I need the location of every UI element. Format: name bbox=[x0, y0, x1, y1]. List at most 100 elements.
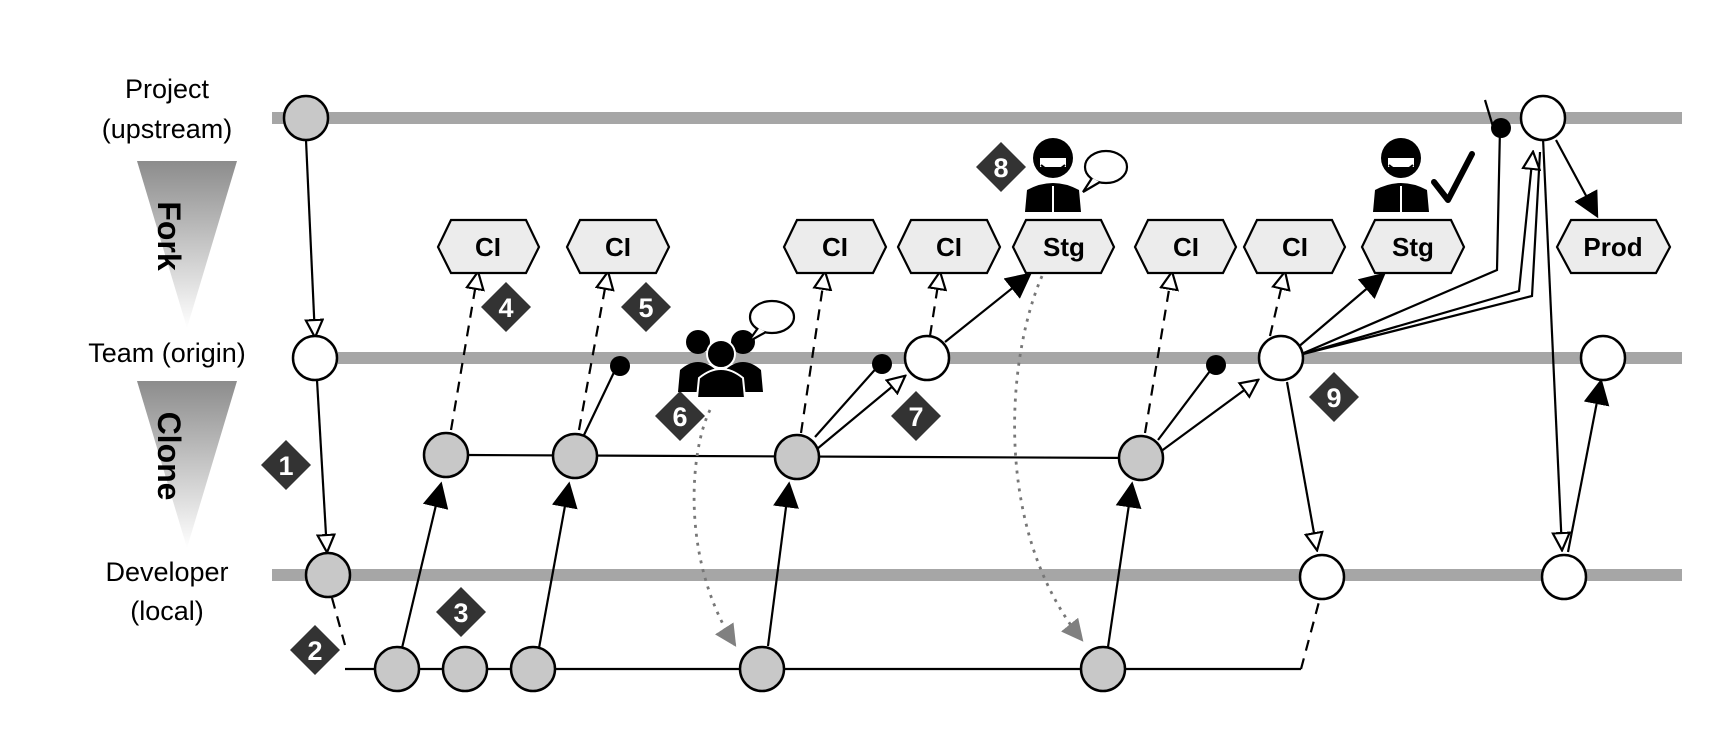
badge-label: 2 bbox=[307, 636, 322, 666]
mr-dot bbox=[1491, 118, 1511, 138]
project-lane-label-sub: (upstream) bbox=[102, 114, 233, 144]
staging-box: Stg bbox=[1360, 218, 1466, 275]
developer-commit bbox=[1540, 553, 1588, 601]
developer-lane-label-sub: (local) bbox=[130, 596, 204, 626]
step-badge: 8 bbox=[976, 142, 1026, 192]
upstream-mr-line bbox=[1298, 127, 1502, 357]
step-badge: 1 bbox=[261, 440, 311, 490]
fork-clone-arrows bbox=[306, 139, 327, 552]
clone-funnel: Clone bbox=[137, 381, 237, 548]
step-badge: 4 bbox=[481, 282, 531, 332]
local-branch-dash bbox=[330, 597, 347, 646]
ci-box-label: CI bbox=[605, 232, 631, 262]
ci-box-label: CI bbox=[822, 232, 848, 262]
ci-trigger bbox=[1268, 272, 1285, 337]
sync-arrows bbox=[1285, 137, 1610, 553]
developer-commit bbox=[1298, 553, 1346, 601]
upstream-request-lines bbox=[1298, 127, 1542, 357]
push-arrows bbox=[400, 481, 1142, 649]
staging-box-label: Stg bbox=[1043, 232, 1085, 262]
speech-bubble-icon bbox=[747, 299, 796, 343]
badge-label: 8 bbox=[993, 153, 1008, 183]
mr-line bbox=[583, 365, 618, 436]
merge-request-dots bbox=[610, 118, 1511, 376]
deploy-prod-arrow bbox=[1555, 139, 1599, 219]
push-arrow bbox=[766, 481, 799, 647]
speech-bubble-icon bbox=[1082, 149, 1129, 193]
team-commit bbox=[1579, 334, 1627, 382]
staging-box: Stg bbox=[1011, 218, 1116, 275]
project-commit bbox=[282, 94, 330, 142]
merge-request-lines bbox=[583, 99, 1496, 441]
ci-box: CI bbox=[565, 218, 671, 275]
feedback-arrow-6 bbox=[692, 409, 737, 647]
team-lane-label: Team (origin) bbox=[88, 338, 246, 368]
team-commit bbox=[1257, 334, 1305, 382]
project-lane-label: Project bbox=[125, 74, 210, 104]
production-box: Prod bbox=[1555, 218, 1672, 275]
project-commits bbox=[282, 94, 1567, 142]
branch-commits bbox=[422, 431, 1165, 482]
local-commits bbox=[373, 645, 1127, 693]
badge-label: 5 bbox=[638, 293, 653, 323]
ci-box-label: CI bbox=[475, 232, 501, 262]
ci-box: CI bbox=[1133, 218, 1238, 275]
pull-upstream-arrow bbox=[1541, 137, 1562, 550]
branch-commit bbox=[1117, 434, 1165, 482]
fork-label: Fork bbox=[151, 201, 187, 271]
ci-trigger bbox=[449, 272, 478, 431]
feedback-arrows bbox=[692, 259, 1084, 647]
deploy-arrows bbox=[944, 139, 1599, 349]
push-arrow bbox=[537, 481, 578, 649]
people-group-icon bbox=[678, 330, 763, 399]
checkmark-icon bbox=[1431, 151, 1475, 203]
ci-trigger bbox=[799, 272, 825, 434]
push-arrow bbox=[400, 481, 449, 649]
pipeline-boxes: CI CI CI CI Stg CI CI Stg bbox=[436, 218, 1672, 275]
clone-label: Clone bbox=[151, 412, 187, 501]
staging-box-label: Stg bbox=[1392, 232, 1434, 262]
mr-line bbox=[814, 363, 881, 438]
step-badge: 5 bbox=[621, 282, 671, 332]
merge-arrow bbox=[816, 376, 905, 450]
merge-arrows bbox=[816, 376, 1258, 453]
ci-box-label: CI bbox=[1282, 232, 1308, 262]
step-badge: 9 bbox=[1309, 372, 1359, 422]
local-commit bbox=[738, 645, 786, 693]
local-commit bbox=[1079, 645, 1127, 693]
ci-trigger bbox=[577, 272, 608, 431]
push-arrow bbox=[1106, 481, 1142, 648]
ci-trigger-arrows bbox=[449, 272, 1285, 434]
upstream-line bbox=[1298, 151, 1542, 357]
badge-label: 4 bbox=[498, 293, 513, 323]
badge-label: 6 bbox=[672, 402, 687, 432]
mr-line bbox=[1157, 366, 1214, 441]
mr-dot bbox=[610, 356, 630, 376]
reviewer-person-icon bbox=[1025, 138, 1081, 212]
merge-arrow bbox=[1159, 380, 1258, 453]
developer-commits bbox=[304, 551, 1588, 601]
ci-box-label: CI bbox=[936, 232, 962, 262]
mr-dot bbox=[1206, 355, 1226, 375]
deploy-stg-arrow bbox=[944, 272, 1033, 343]
step-badges: 1 2 3 4 5 6 7 8 bbox=[261, 142, 1359, 675]
branch-commit bbox=[422, 431, 470, 479]
badge-label: 7 bbox=[908, 402, 923, 432]
pull-to-dev-arrow bbox=[1285, 381, 1317, 550]
mr-dot bbox=[872, 354, 892, 374]
fork-funnel: Fork bbox=[137, 161, 237, 328]
ci-box: CI bbox=[782, 218, 888, 275]
badge-label: 9 bbox=[1326, 383, 1341, 413]
ci-trigger bbox=[1143, 272, 1172, 434]
local-commit bbox=[373, 645, 421, 693]
push-team-arrow bbox=[1566, 378, 1610, 553]
clone-arrow bbox=[315, 379, 327, 552]
branch-commit bbox=[551, 432, 599, 480]
ci-trigger bbox=[930, 272, 940, 337]
upstream-merge-arrow bbox=[1298, 152, 1533, 357]
developer-lane-label: Developer bbox=[105, 557, 228, 587]
feedback-arrow-8 bbox=[1013, 259, 1084, 642]
team-commit bbox=[291, 334, 339, 382]
deploy-stg-arrow bbox=[1296, 272, 1386, 349]
production-box-label: Prod bbox=[1583, 232, 1642, 262]
